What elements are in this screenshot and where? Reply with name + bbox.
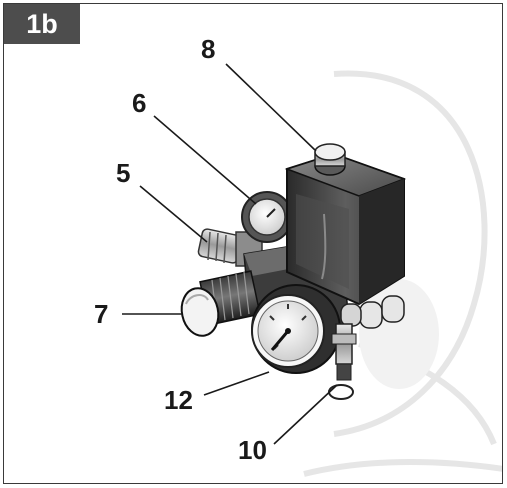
figure-frame: 1b xyxy=(3,3,503,484)
figure-badge: 1b xyxy=(4,4,80,44)
pressure-regulator-knob-7 xyxy=(180,270,261,337)
callout-8: 8 xyxy=(201,34,215,64)
threaded-outlet-5 xyxy=(197,228,263,267)
leader-line-8 xyxy=(225,63,317,152)
callout-6: 6 xyxy=(132,88,146,118)
callout-7: 7 xyxy=(94,299,108,329)
leader-line-12 xyxy=(203,371,270,396)
callout-10: 10 xyxy=(238,435,267,465)
leader-line-10 xyxy=(273,384,338,445)
leader-line-6 xyxy=(153,115,257,205)
pressure-switch-housing xyxy=(284,143,407,329)
rear-gauge-6 xyxy=(241,191,293,243)
front-pressure-gauge-12 xyxy=(251,284,341,374)
leader-line-5 xyxy=(139,185,208,243)
switch-bottom-connectors xyxy=(340,295,405,329)
callout-5: 5 xyxy=(116,158,130,188)
pressure-switch-illustration: 8 6 5 7 12 10 xyxy=(94,34,502,477)
callout-12: 12 xyxy=(164,385,193,415)
callout-leader-lines xyxy=(122,63,338,445)
